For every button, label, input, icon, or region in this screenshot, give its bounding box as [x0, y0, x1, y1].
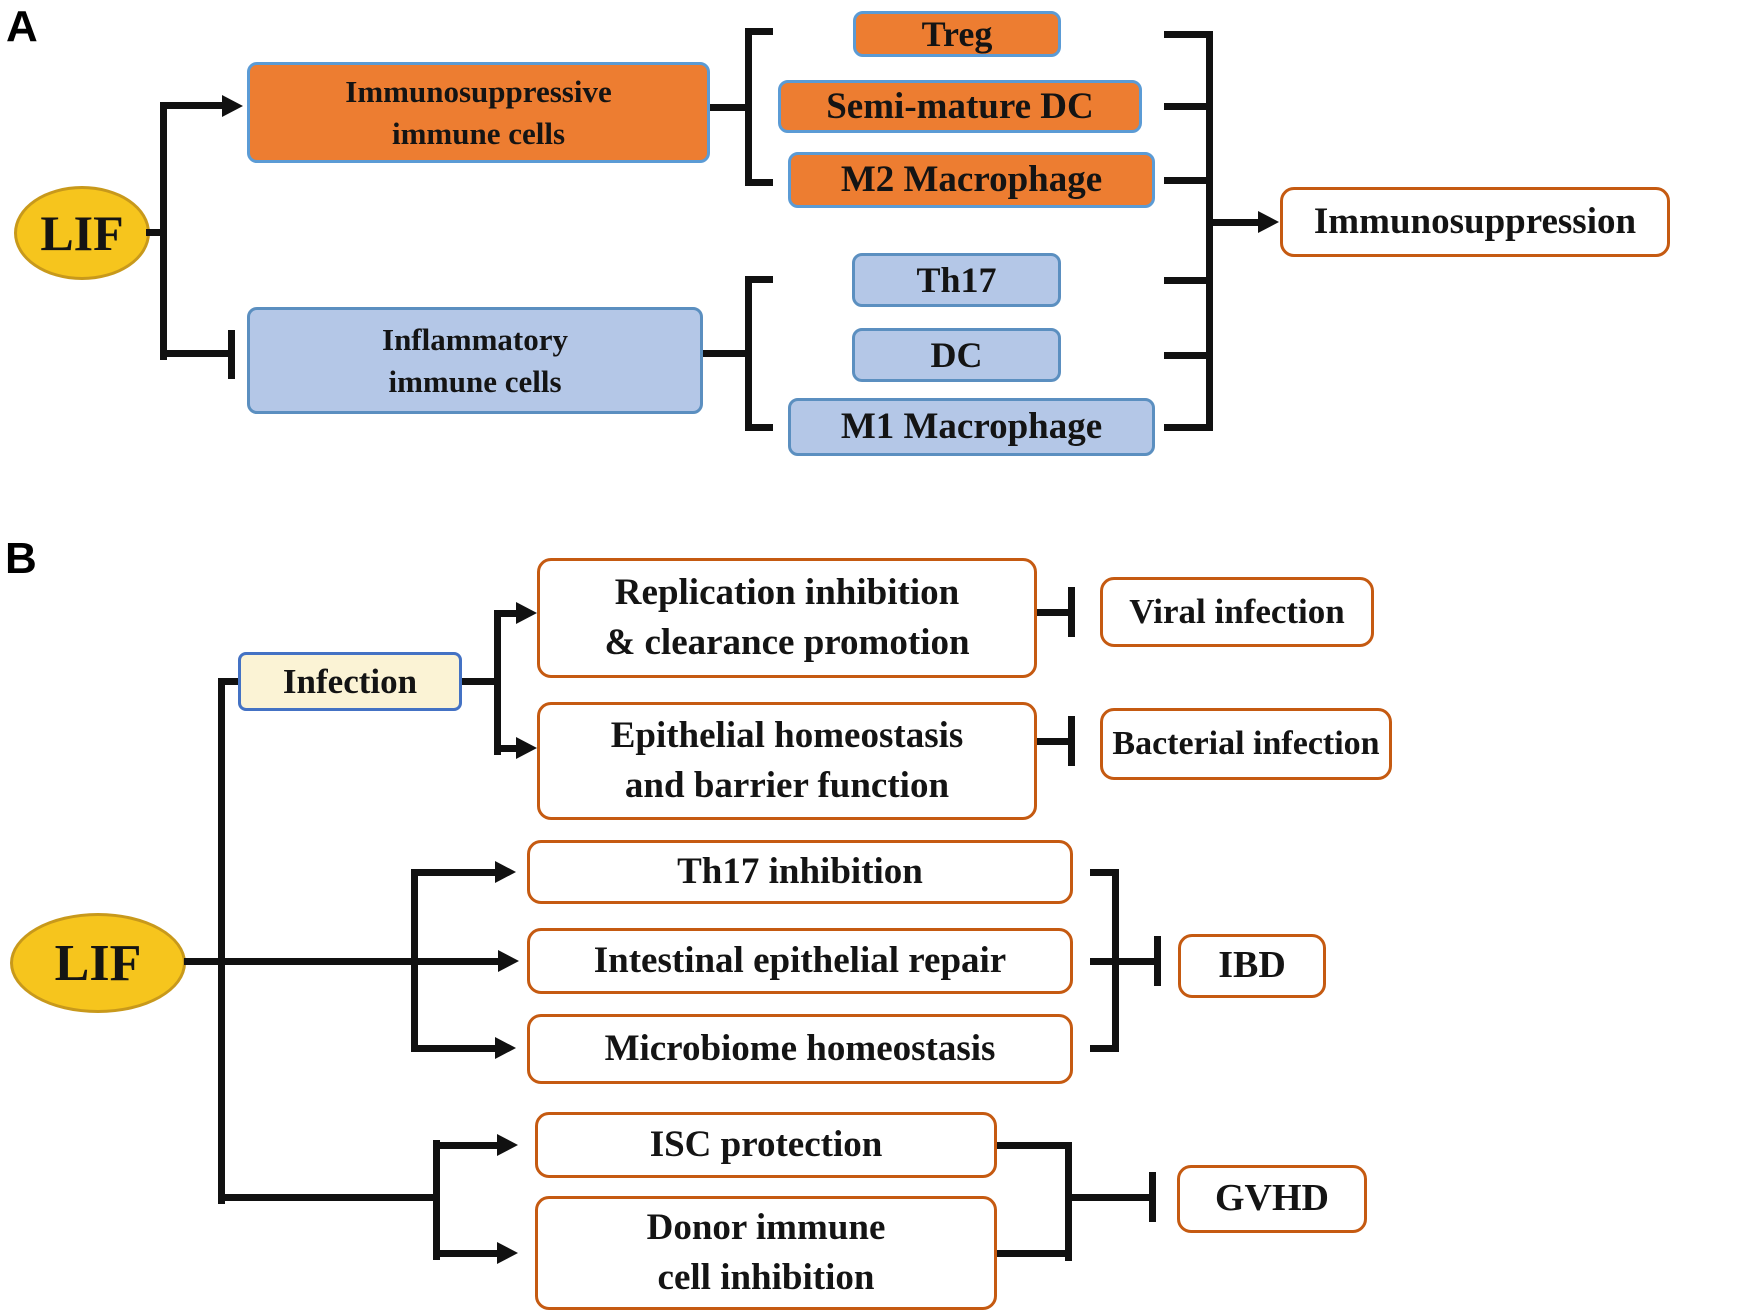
- connector-lif-b-main: [184, 958, 498, 965]
- node-m2-macrophage: M2 Macrophage: [788, 152, 1155, 208]
- connector-lif-b-trunk: [218, 678, 225, 1204]
- bracket-blue-arm-top: [745, 276, 773, 283]
- node-m1-macrophage: M1 Macrophage: [788, 398, 1155, 456]
- collector-stub-isc: [997, 1142, 1072, 1149]
- node-intestinal-epithelial-repair: Intestinal epithelial repair: [527, 928, 1073, 994]
- collector-stub-treg: [1164, 31, 1211, 38]
- collector-gvhd: [1065, 1142, 1072, 1261]
- bracket-orange-arm-bottom: [745, 179, 773, 186]
- arrow-head-microbiome-icon: [495, 1037, 516, 1059]
- collector-stub-th17: [1164, 277, 1211, 284]
- connector-to-th17-inhibition: [411, 869, 495, 876]
- inhibition-bar-gvhd: [1149, 1172, 1156, 1222]
- node-isc-protection: ISC protection: [535, 1112, 997, 1178]
- connector-to-epithelial: [494, 745, 518, 752]
- connector-inflammatory-bracket: [703, 350, 748, 357]
- node-replication-inhibition: Replication inhibition & clearance promo…: [537, 558, 1037, 678]
- connector-epithelial-bacterial: [1037, 738, 1070, 745]
- bracket-gvhd-split: [433, 1140, 440, 1260]
- arrow-head-epithelial-icon: [516, 737, 537, 759]
- collector-stub-semi-mature-dc: [1164, 103, 1211, 110]
- connector-to-ibd: [1090, 958, 1157, 965]
- node-bacterial-infection: Bacterial infection: [1100, 708, 1392, 780]
- inhibition-bar-bacterial: [1068, 716, 1075, 766]
- inhibition-bar-ibd: [1154, 936, 1161, 986]
- collector-stub-donor: [997, 1250, 1072, 1257]
- connector-trunk-to-infection: [218, 678, 238, 685]
- connector-replication-viral: [1037, 609, 1070, 616]
- bracket-blue-arm-bottom: [745, 424, 773, 431]
- inhibition-bar-inflammatory: [228, 330, 235, 379]
- connector-to-microbiome: [411, 1045, 495, 1052]
- node-th17: Th17: [852, 253, 1061, 307]
- node-epithelial-homeostasis: Epithelial homeostasis and barrier funct…: [537, 702, 1037, 820]
- collector-stub-m2: [1164, 177, 1211, 184]
- arrow-head-replication-icon: [516, 602, 537, 624]
- node-th17-inhibition: Th17 inhibition: [527, 840, 1073, 904]
- arrow-head-donor-icon: [497, 1242, 518, 1264]
- node-semi-mature-dc: Semi-mature DC: [778, 80, 1142, 133]
- panel-a-label: A: [6, 2, 38, 51]
- connector-lif-b-bottom: [218, 1194, 440, 1201]
- connector-to-donor: [433, 1250, 497, 1257]
- bracket-ibd-split: [411, 869, 418, 1052]
- node-dc: DC: [852, 328, 1061, 382]
- connector-lif-a-stub: [146, 229, 166, 236]
- arrow-head-th17-inhibition-icon: [495, 861, 516, 883]
- node-treg: Treg: [853, 11, 1061, 57]
- connector-immunosuppressive-bracket: [710, 104, 748, 111]
- collector-stub-m1: [1164, 424, 1211, 431]
- connector-to-isc: [433, 1142, 497, 1149]
- node-immunosuppression: Immunosuppression: [1280, 187, 1670, 257]
- connector-to-gvhd: [1072, 1194, 1152, 1201]
- node-infection: Infection: [238, 652, 462, 711]
- node-microbiome-homeostasis: Microbiome homeostasis: [527, 1014, 1073, 1084]
- lif-node-panel-a: LIF: [14, 186, 150, 280]
- bracket-blue-group: [745, 276, 752, 431]
- panel-b-label: B: [5, 534, 37, 583]
- node-viral-infection: Viral infection: [1100, 577, 1374, 647]
- connector-to-inflammatory: [160, 350, 228, 357]
- node-ibd: IBD: [1178, 934, 1326, 998]
- collector-stub-th17-inhibition: [1090, 869, 1119, 876]
- connector-to-replication: [494, 610, 518, 617]
- node-inflammatory-immune-cells: Inflammatory immune cells: [247, 307, 703, 414]
- collector-stub-microbiome: [1090, 1045, 1119, 1052]
- connector-to-immunosuppressive: [160, 102, 222, 109]
- arrow-head-intestinal-icon: [498, 950, 519, 972]
- inhibition-bar-viral: [1068, 587, 1075, 637]
- arrow-head-immunosuppression-icon: [1258, 211, 1279, 233]
- connector-infection-split: [462, 678, 501, 685]
- node-immunosuppressive-immune-cells: Immunosuppressive immune cells: [247, 62, 710, 163]
- arrow-head-isc-icon: [497, 1134, 518, 1156]
- connector-lif-a-trunk: [160, 102, 167, 360]
- bracket-infection-split: [494, 610, 501, 755]
- node-gvhd: GVHD: [1177, 1165, 1367, 1233]
- lif-node-panel-b: LIF: [10, 913, 186, 1013]
- connector-to-immunosuppression: [1213, 219, 1258, 226]
- bracket-orange-arm-top: [745, 28, 773, 35]
- arrow-head-immunosuppressive-icon: [222, 95, 243, 117]
- collector-line: [1206, 31, 1213, 431]
- node-donor-immune-cell-inhibition: Donor immune cell inhibition: [535, 1196, 997, 1310]
- collector-stub-dc: [1164, 352, 1211, 359]
- bracket-orange-group: [745, 28, 752, 186]
